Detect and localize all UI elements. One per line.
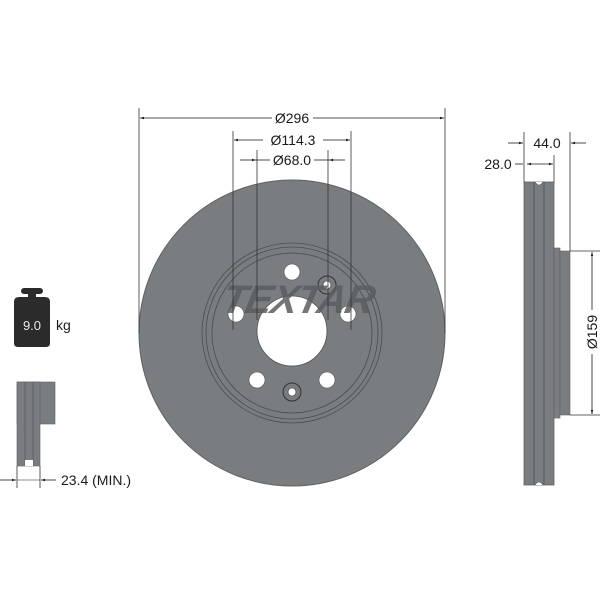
- dim-disc-thickness: 28.0: [484, 156, 511, 172]
- dim-center-bore: Ø68.0: [240, 150, 345, 320]
- dim-hat-diameter: Ø159: [584, 315, 600, 349]
- dim-bolt-circle: Ø114.3: [232, 131, 352, 330]
- disc-front-view: TEXTAR: [138, 179, 446, 487]
- weight-unit: kg: [56, 317, 71, 333]
- svg-text:Ø114.3: Ø114.3: [271, 132, 316, 148]
- svg-text:Ø68.0: Ø68.0: [273, 152, 311, 168]
- svg-text:Ø296: Ø296: [275, 110, 309, 126]
- disc-side-view: 44.0 28.0 Ø159: [484, 132, 600, 486]
- dim-min-thickness: 23.4 (MIN.): [61, 472, 131, 488]
- dim-total-height: 44.0: [533, 135, 560, 151]
- brand-logo: TEXTAR: [218, 276, 379, 321]
- weight-icon: 9.0: [14, 288, 50, 347]
- dim-outer-diameter: Ø296: [138, 108, 446, 333]
- weight-value: 9.0: [23, 318, 41, 333]
- center-bore: [256, 295, 328, 367]
- min-thickness-profile: 23.4 (MIN.): [0, 381, 131, 488]
